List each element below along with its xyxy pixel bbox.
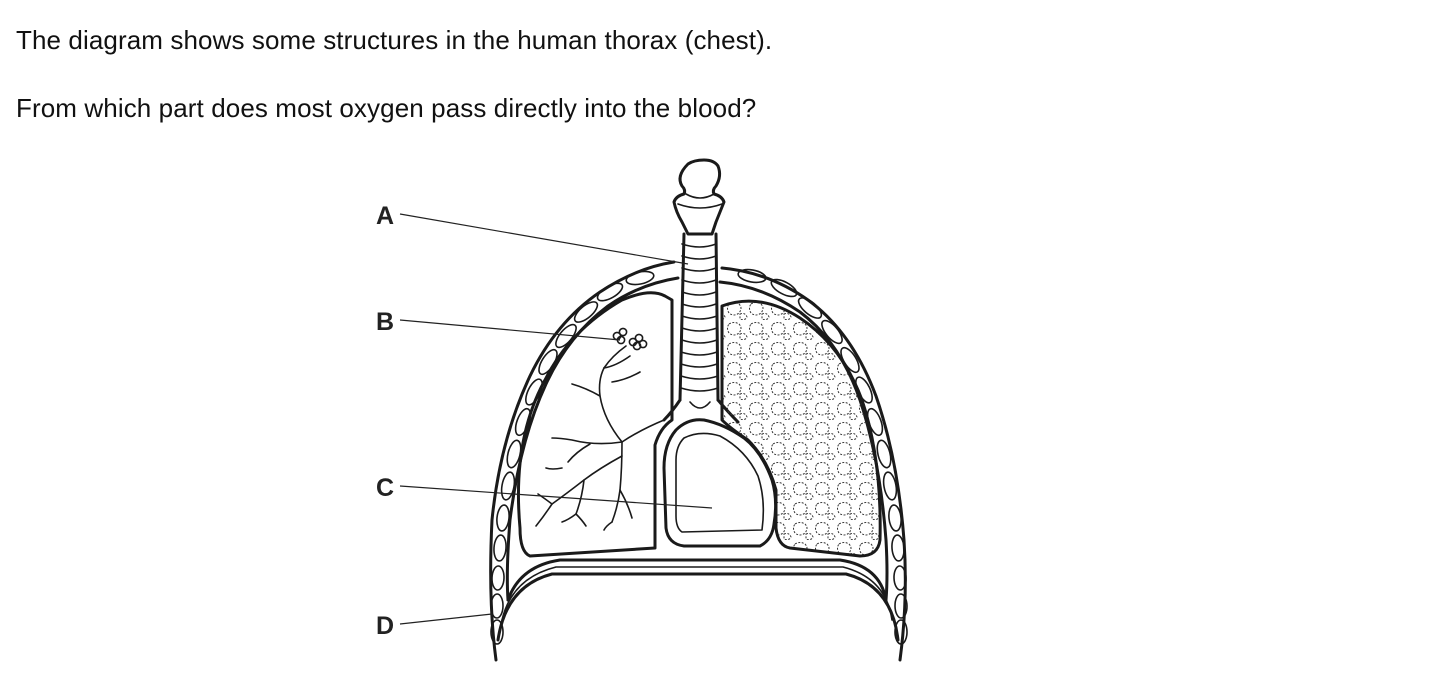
leader-line-b	[399, 319, 621, 341]
alveoli-cluster	[612, 327, 648, 351]
label-a: A	[376, 202, 394, 230]
leader-line-d	[399, 613, 493, 625]
right-lung	[720, 299, 882, 558]
label-d: D	[376, 612, 394, 640]
leader-line-a	[399, 213, 689, 265]
label-b: B	[376, 308, 394, 336]
leader-lines	[399, 213, 713, 625]
question-prompt: From which part does most oxygen pass di…	[16, 93, 757, 123]
chest-wall-left	[489, 260, 680, 662]
label-c: C	[376, 474, 394, 502]
leader-line-c	[399, 485, 713, 509]
chest-wall-right	[718, 266, 908, 662]
bronchial-tree	[535, 345, 665, 531]
left-lung	[516, 291, 674, 558]
question-intro: The diagram shows some structures in the…	[16, 25, 773, 55]
diaphragm	[496, 558, 900, 642]
larynx	[672, 158, 726, 236]
